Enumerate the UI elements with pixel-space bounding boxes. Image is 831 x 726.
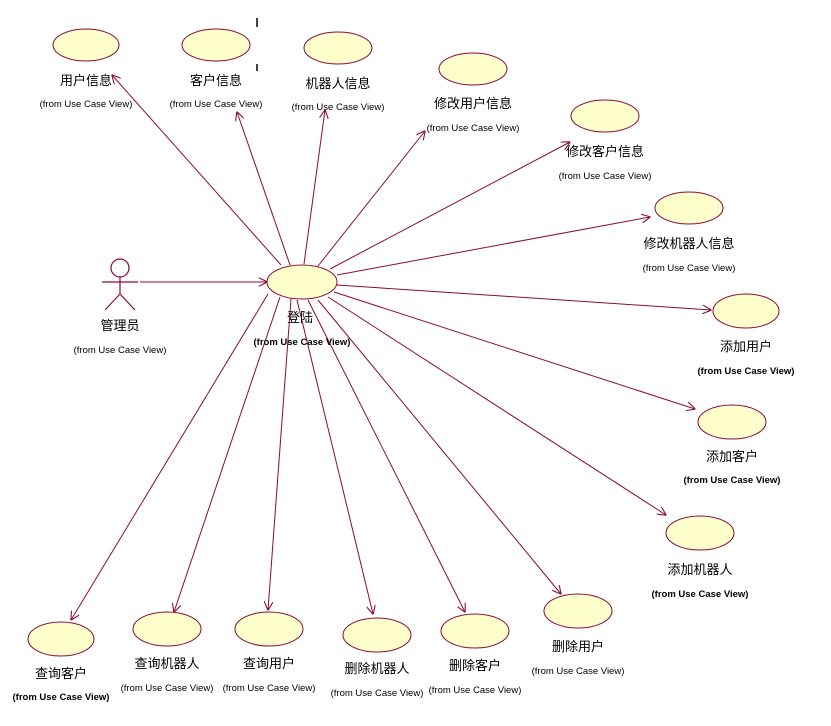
association-query-robot xyxy=(174,296,281,612)
use-case-label: 查询机器人 xyxy=(134,657,199,672)
actor-administrator[interactable]: 管理员 (from Use Case View) xyxy=(74,258,167,356)
use-case-from: (from Use Case View) xyxy=(170,99,263,110)
use-case-query-user[interactable]: 查询用户 (from Use Case View) xyxy=(223,611,316,694)
association-modify-customer xyxy=(329,142,570,270)
use-case-from: (from Use Case View) xyxy=(13,692,110,703)
use-case-from: (from Use Case View) xyxy=(331,688,424,699)
use-case-label: 修改客户信息 xyxy=(566,144,644,160)
use-case-from: (from Use Case View) xyxy=(698,366,795,377)
use-case-ellipse xyxy=(27,621,95,657)
use-case-label: 修改机器人信息 xyxy=(643,236,734,252)
association-modify-user xyxy=(317,131,425,267)
association-customer-info xyxy=(237,112,291,266)
use-case-from: (from Use Case View) xyxy=(532,666,625,677)
use-case-ellipse xyxy=(234,611,304,647)
use-case-customer-info[interactable]: 客户信息 (from Use Case View) xyxy=(170,28,263,110)
use-case-label: 用户信息 xyxy=(60,73,112,89)
association-query-user xyxy=(268,298,292,610)
use-case-from: (from Use Case View) xyxy=(223,683,316,694)
use-case-label: 查询客户 xyxy=(35,666,87,682)
use-case-from: (from Use Case View) xyxy=(40,99,133,110)
use-case-label: 修改用户信息 xyxy=(434,96,512,112)
use-case-ellipse xyxy=(543,593,613,629)
use-case-ellipse xyxy=(697,404,767,440)
use-case-label: 删除机器人 xyxy=(344,662,409,677)
use-case-label: 添加用户 xyxy=(720,339,772,355)
use-case-ellipse xyxy=(132,611,202,647)
association-add-customer xyxy=(333,291,695,409)
use-case-label: 添加机器人 xyxy=(667,563,732,578)
use-case-ellipse xyxy=(342,617,412,653)
use-cases: 用户信息 (from Use Case View) 客户信息 (from Use Ca… xyxy=(13,28,795,703)
use-case-ellipse xyxy=(181,28,251,62)
stick-figure-icon xyxy=(102,258,138,311)
use-case-query-robot[interactable]: 查询机器人 (from Use Case View) xyxy=(121,611,214,694)
use-case-label: 客户信息 xyxy=(190,73,242,89)
use-case-label: 删除客户 xyxy=(449,658,501,674)
use-case-robot-info[interactable]: 机器人信息 (from Use Case View) xyxy=(292,31,385,113)
use-case-delete-customer[interactable]: 删除客户 (from Use Case View) xyxy=(429,613,522,696)
use-case-user-info[interactable]: 用户信息 (from Use Case View) xyxy=(40,28,133,110)
use-case-modify-user[interactable]: 修改用户信息 (from Use Case View) xyxy=(427,52,520,134)
use-case-label: 查询用户 xyxy=(243,656,295,672)
use-case-from: (from Use Case View) xyxy=(643,263,736,274)
use-case-ellipse xyxy=(266,264,338,300)
association-delete-customer xyxy=(307,299,465,612)
association-user-info xyxy=(112,75,282,266)
use-case-ellipse xyxy=(570,99,640,133)
use-case-from: (from Use Case View) xyxy=(121,683,214,694)
association-delete-user xyxy=(317,299,561,594)
use-case-ellipse xyxy=(665,515,735,551)
use-case-from: (from Use Case View) xyxy=(292,102,385,113)
use-case-delete-robot[interactable]: 删除机器人 (from Use Case View) xyxy=(331,617,424,699)
use-case-from: (from Use Case View) xyxy=(427,123,520,134)
use-case-ellipse xyxy=(440,613,510,649)
use-case-label: 添加客户 xyxy=(706,449,758,465)
use-case-from: (from Use Case View) xyxy=(684,475,781,486)
use-case-ellipse xyxy=(52,28,120,62)
use-case-query-customer[interactable]: 查询客户 (from Use Case View) xyxy=(13,621,110,703)
use-case-modify-customer[interactable]: 修改客户信息 (from Use Case View) xyxy=(559,99,652,182)
association-query-customer xyxy=(71,293,269,620)
association-robot-info xyxy=(303,110,325,265)
use-case-delete-user[interactable]: 删除用户 (from Use Case View) xyxy=(532,593,625,677)
use-case-ellipse xyxy=(438,52,508,86)
use-case-from: (from Use Case View) xyxy=(429,685,522,696)
actor-from: (from Use Case View) xyxy=(74,345,167,356)
use-case-from: (from Use Case View) xyxy=(254,337,351,348)
use-case-from: (from Use Case View) xyxy=(559,171,652,182)
association-delete-robot xyxy=(296,299,373,614)
association-lines xyxy=(71,75,711,620)
association-add-robot xyxy=(327,296,666,515)
use-case-modify-robot[interactable]: 修改机器人信息 (from Use Case View) xyxy=(643,191,736,274)
use-case-ellipse xyxy=(712,293,780,329)
use-case-ellipse xyxy=(303,31,373,65)
use-case-login[interactable]: 登陆 (from Use Case View) xyxy=(254,264,351,348)
use-case-add-customer[interactable]: 添加客户 (from Use Case View) xyxy=(684,404,781,486)
association-modify-robot xyxy=(336,217,650,276)
use-case-from: (from Use Case View) xyxy=(652,589,749,600)
use-case-add-user[interactable]: 添加用户 (from Use Case View) xyxy=(698,293,795,377)
actor-name: 管理员 xyxy=(100,319,139,334)
use-case-label: 删除用户 xyxy=(552,639,604,655)
use-case-label: 机器人信息 xyxy=(305,76,370,92)
use-case-label: 登陆 xyxy=(287,310,313,326)
use-case-add-robot[interactable]: 添加机器人 (from Use Case View) xyxy=(652,515,749,600)
use-case-ellipse xyxy=(654,191,724,225)
association-add-user xyxy=(336,284,711,310)
